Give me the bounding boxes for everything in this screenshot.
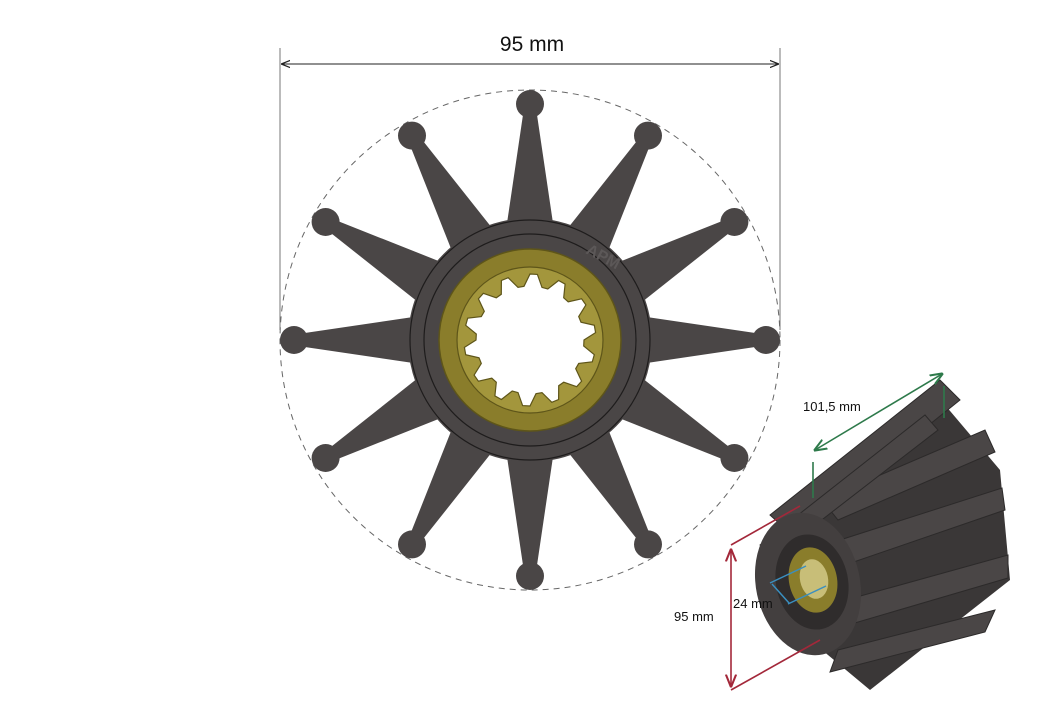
fin-3d <box>829 609 996 673</box>
splined-bore <box>463 273 597 407</box>
blade-tip <box>516 90 544 118</box>
blade-tip <box>311 208 340 236</box>
bore-label: 24 mm <box>733 596 773 611</box>
fin-3d <box>821 429 996 521</box>
blade-tip <box>516 562 544 590</box>
blade <box>506 108 554 230</box>
blade <box>564 136 652 257</box>
blade <box>613 374 734 462</box>
blade <box>326 218 447 306</box>
diameter-label: 95 mm <box>674 609 714 624</box>
blade-tip <box>398 530 426 559</box>
blade-tip <box>280 326 308 354</box>
bore-dimension-line <box>769 565 827 605</box>
hub-groove <box>409 219 651 461</box>
blade <box>506 450 554 572</box>
impeller-body-3d <box>754 379 1010 690</box>
blade-tip <box>311 444 340 472</box>
blade <box>408 423 496 544</box>
width-label: 95 mm <box>500 33 564 56</box>
impeller-blades <box>280 90 780 590</box>
front-view: 95 mm APM <box>279 33 781 591</box>
perspective-view: 101,5 mm 95 mm 24 mm <box>674 374 1010 691</box>
blade <box>326 374 447 462</box>
length-label: 101,5 mm <box>803 399 861 414</box>
blade-tip <box>634 121 662 150</box>
blade <box>640 316 762 364</box>
diameter-extension-top <box>730 505 801 546</box>
blade <box>408 136 496 257</box>
length-dimension-line <box>815 374 942 450</box>
diameter-extension-bottom <box>730 639 821 691</box>
blade <box>298 316 420 364</box>
blade-tip <box>752 326 780 354</box>
blade <box>613 218 734 306</box>
blade-tip <box>634 530 662 559</box>
blade-tip <box>720 208 749 236</box>
inner-rubber-ring <box>423 233 637 447</box>
blade-tip <box>720 444 749 472</box>
blade <box>564 423 652 544</box>
blade-tip <box>398 121 426 150</box>
